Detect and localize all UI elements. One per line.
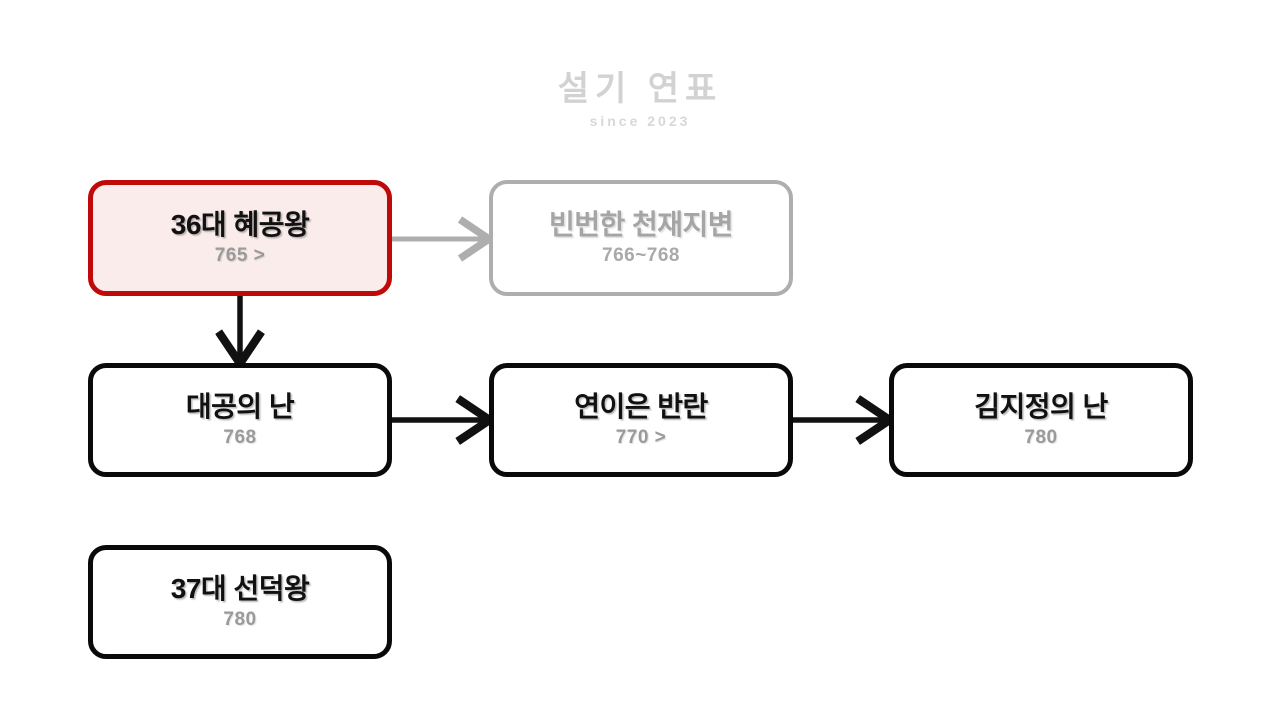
node-title: 대공의 난 — [185, 390, 295, 422]
watermark-subtitle: since 2023 — [589, 113, 691, 130]
node-disasters[interactable]: 빈번한 천재지변 766~768 — [489, 180, 793, 296]
node-title: 37대 선덕왕 — [170, 572, 310, 604]
node-title: 연이은 반란 — [574, 390, 708, 422]
node-daegong-rebellion[interactable]: 대공의 난 768 — [88, 363, 392, 477]
node-subtitle: 765 > — [214, 245, 266, 267]
watermark-title: 설기 연표 — [557, 70, 723, 108]
node-title: 김지정의 난 — [974, 390, 1108, 422]
node-successive-rebellions[interactable]: 연이은 반란 770 > — [489, 363, 793, 477]
node-subtitle: 770 > — [615, 427, 667, 449]
node-title: 빈번한 천재지변 — [548, 208, 734, 240]
node-title: 36대 혜공왕 — [170, 208, 310, 240]
node-kimjijeong-rebellion[interactable]: 김지정의 난 780 — [889, 363, 1193, 477]
node-subtitle: 780 — [1024, 427, 1058, 449]
node-subtitle: 768 — [223, 427, 257, 449]
node-seondeok[interactable]: 37대 선덕왕 780 — [88, 545, 392, 659]
watermark: 설기 연표 since 2023 — [0, 70, 1280, 129]
node-subtitle: 766~768 — [602, 245, 680, 267]
node-subtitle: 780 — [223, 609, 257, 631]
node-hyegong[interactable]: 36대 혜공왕 765 > — [88, 180, 392, 296]
